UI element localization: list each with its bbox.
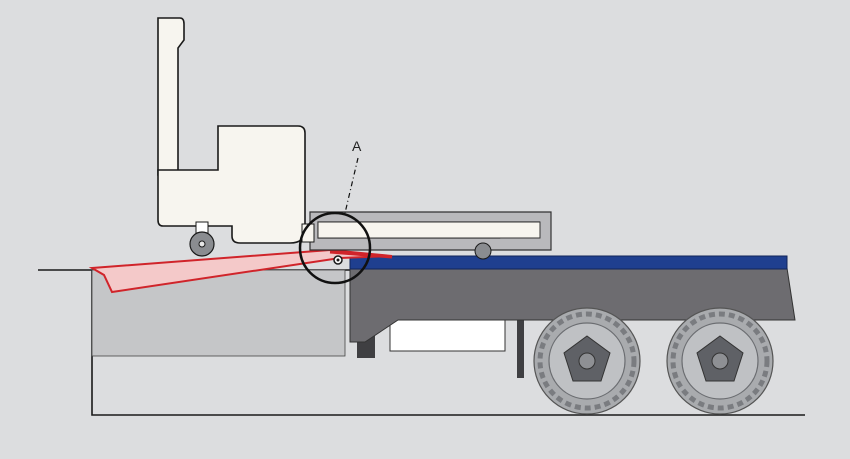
- caster-wheel-hub: [198, 240, 206, 248]
- leveler-hinge-pin: [336, 258, 340, 262]
- callout-a: [298, 157, 372, 285]
- wheel-center: [578, 352, 596, 370]
- wheel-tread: [670, 311, 770, 411]
- fork-roller: [474, 242, 492, 260]
- leveler-lip: [329, 250, 393, 259]
- wheel-tread: [537, 311, 637, 411]
- trailer-deck: [349, 255, 788, 270]
- wheel-front: [666, 307, 774, 415]
- wheel-rear: [533, 307, 641, 415]
- forklift-body: [157, 125, 306, 244]
- fork-inner: [317, 221, 541, 239]
- forklift: [157, 17, 306, 257]
- callout-label: A: [352, 138, 362, 154]
- trailer-underbox: [389, 317, 506, 352]
- forklift-mast: [157, 17, 185, 176]
- wheel-center: [711, 352, 729, 370]
- trailer: [349, 255, 796, 378]
- callout-circle: [298, 211, 372, 285]
- trailer-rear-post: [517, 316, 524, 378]
- trailer-body: [349, 267, 796, 343]
- callout-leader: [344, 157, 359, 214]
